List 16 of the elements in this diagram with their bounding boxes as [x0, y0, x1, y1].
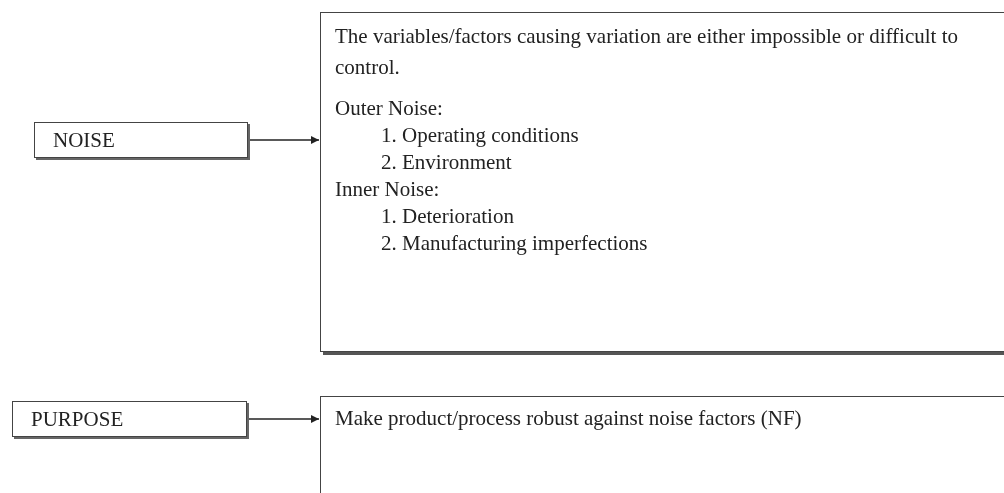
- description-text: Outer Noise:: [335, 95, 443, 122]
- description-text: Make product/process robust against noise factors (NF): [335, 405, 802, 432]
- description-box: [320, 396, 1004, 493]
- arrow: [247, 415, 320, 423]
- description-text: Inner Noise:: [335, 176, 440, 203]
- label-text: PURPOSE: [31, 405, 124, 433]
- description-text: 2. Manufacturing imperfections: [380, 230, 648, 257]
- label-text: NOISE: [53, 126, 115, 154]
- description-text: 1. Operating conditions: [380, 122, 579, 149]
- arrow: [248, 136, 320, 144]
- label-box: [12, 401, 247, 437]
- description-text: 1. Deterioration: [380, 203, 514, 230]
- label-box: [34, 122, 248, 158]
- description-box: [320, 12, 1004, 352]
- description-text: The variables/factors causing variation are either impossible or difficult to control.: [335, 23, 959, 81]
- description-text: 2. Environment: [380, 149, 512, 176]
